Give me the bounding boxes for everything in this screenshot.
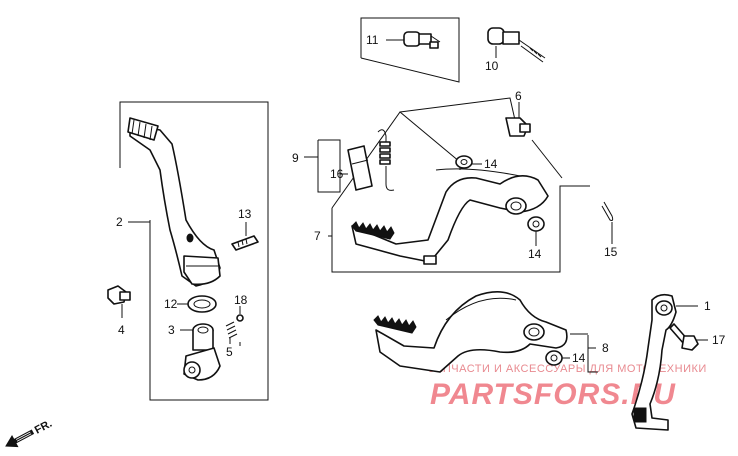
part-1-shift-lever bbox=[631, 293, 698, 431]
part-10-pivot-bolt bbox=[487, 27, 546, 63]
callout-15: 15 bbox=[604, 245, 618, 259]
part-9-spring bbox=[377, 129, 395, 191]
callout-14-b: 14 bbox=[528, 247, 542, 261]
part-15-cotter-pin bbox=[601, 201, 614, 244]
part-17-bolt bbox=[669, 323, 708, 351]
part-14-washer-a bbox=[455, 155, 482, 169]
watermark: ЗАПЧАСТИ И АКСЕССУАРЫ ДЛЯ МОТОТЕХНИКИ PA… bbox=[428, 363, 707, 411]
callout-labels: 1 2 3 4 5 6 7 8 9 10 11 12 13 14 14 14 1… bbox=[116, 33, 726, 365]
callout-10: 10 bbox=[485, 59, 499, 73]
group-bracket-9 bbox=[304, 139, 348, 193]
callout-6: 6 bbox=[515, 89, 522, 103]
part-12-oil-seal bbox=[182, 295, 217, 313]
callout-18: 18 bbox=[234, 293, 248, 307]
callout-14-a: 14 bbox=[484, 157, 498, 171]
group-bracket-8 bbox=[570, 333, 598, 373]
part-11-bolt bbox=[386, 31, 441, 49]
part-5-spring bbox=[225, 321, 238, 344]
callout-1: 1 bbox=[704, 299, 711, 313]
callout-12: 12 bbox=[164, 297, 178, 311]
callout-9: 9 bbox=[292, 151, 299, 165]
part-8-brake-pedal bbox=[373, 291, 568, 373]
part-14-washer-b bbox=[527, 216, 545, 246]
callout-5: 5 bbox=[226, 345, 233, 359]
callout-16: 16 bbox=[330, 167, 344, 181]
part-2-kick-arm bbox=[127, 117, 221, 287]
front-label: FR. bbox=[33, 418, 54, 437]
callout-11: 11 bbox=[366, 33, 379, 47]
callout-2: 2 bbox=[116, 215, 123, 229]
part-7-brake-pedal bbox=[351, 168, 549, 265]
callout-7: 7 bbox=[314, 229, 321, 243]
front-direction-indicator: FR. bbox=[5, 418, 54, 448]
callout-4: 4 bbox=[118, 323, 125, 337]
part-3-shaft bbox=[180, 323, 221, 381]
part-14-washer-c bbox=[545, 350, 570, 366]
callout-8: 8 bbox=[602, 341, 609, 355]
front-arrow-icon bbox=[5, 429, 35, 448]
part-16-rubber bbox=[347, 145, 373, 191]
part-18-ball bbox=[236, 306, 244, 322]
group-bracket-10-11 bbox=[360, 17, 460, 83]
group-bracket-2 bbox=[119, 101, 269, 401]
callout-leaders bbox=[177, 303, 241, 346]
part-6-clip bbox=[505, 102, 531, 137]
callout-14-c: 14 bbox=[572, 351, 586, 365]
callout-3: 3 bbox=[168, 323, 175, 337]
callout-13: 13 bbox=[238, 207, 252, 221]
part-4-bolt bbox=[107, 285, 131, 318]
watermark-tagline: ЗАПЧАСТИ И АКСЕССУАРЫ ДЛЯ МОТОТЕХНИКИ bbox=[428, 363, 707, 375]
callout-17: 17 bbox=[712, 333, 726, 347]
part-13-bolt bbox=[231, 222, 259, 251]
